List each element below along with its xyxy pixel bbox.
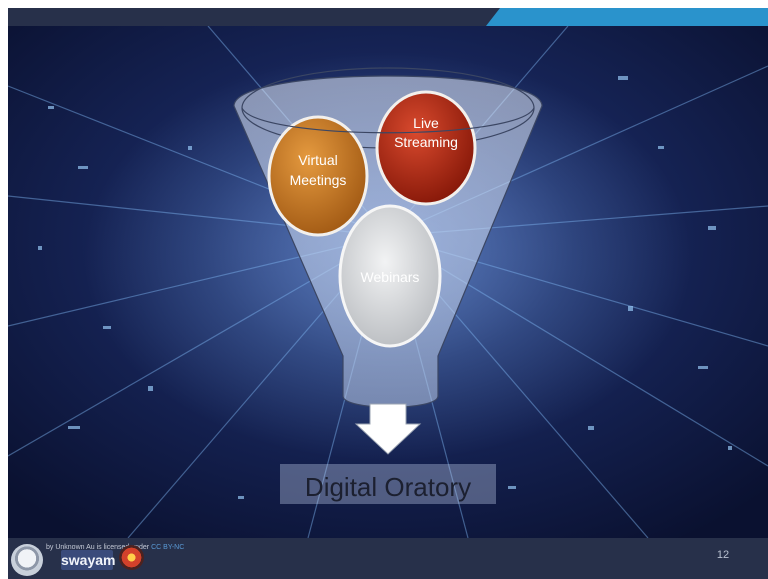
virtual-meetings-label-line2: Meetings xyxy=(290,172,347,188)
webinars-circle: Webinars xyxy=(338,204,442,348)
background-image: Live Streaming Virtual Meetings Webinars… xyxy=(8,26,768,538)
digital-tunnel-art: Live Streaming Virtual Meetings Webinars… xyxy=(8,26,768,538)
webinars-label: Webinars xyxy=(361,269,420,285)
swayam-emblem-icon xyxy=(11,544,43,576)
live-streaming-circle: Live Streaming xyxy=(375,90,477,206)
digital-oratory-label: Digital Oratory xyxy=(305,472,471,502)
credit-prefix: by Unknown Au xyxy=(46,544,95,551)
live-streaming-label-line2: Streaming xyxy=(394,134,458,150)
page-number: 12 xyxy=(716,549,730,561)
virtual-meetings-label-line1: Virtual xyxy=(298,152,337,168)
header-accent xyxy=(486,8,768,26)
live-streaming-label-line1: Live xyxy=(413,115,439,131)
nptel-logo-icon xyxy=(119,545,144,570)
credit-license-link[interactable]: CC BY-NC xyxy=(151,544,185,551)
swayam-logo: swayam xyxy=(61,550,116,570)
virtual-meetings-circle: Virtual Meetings xyxy=(267,115,369,237)
down-arrow-icon xyxy=(354,403,422,455)
